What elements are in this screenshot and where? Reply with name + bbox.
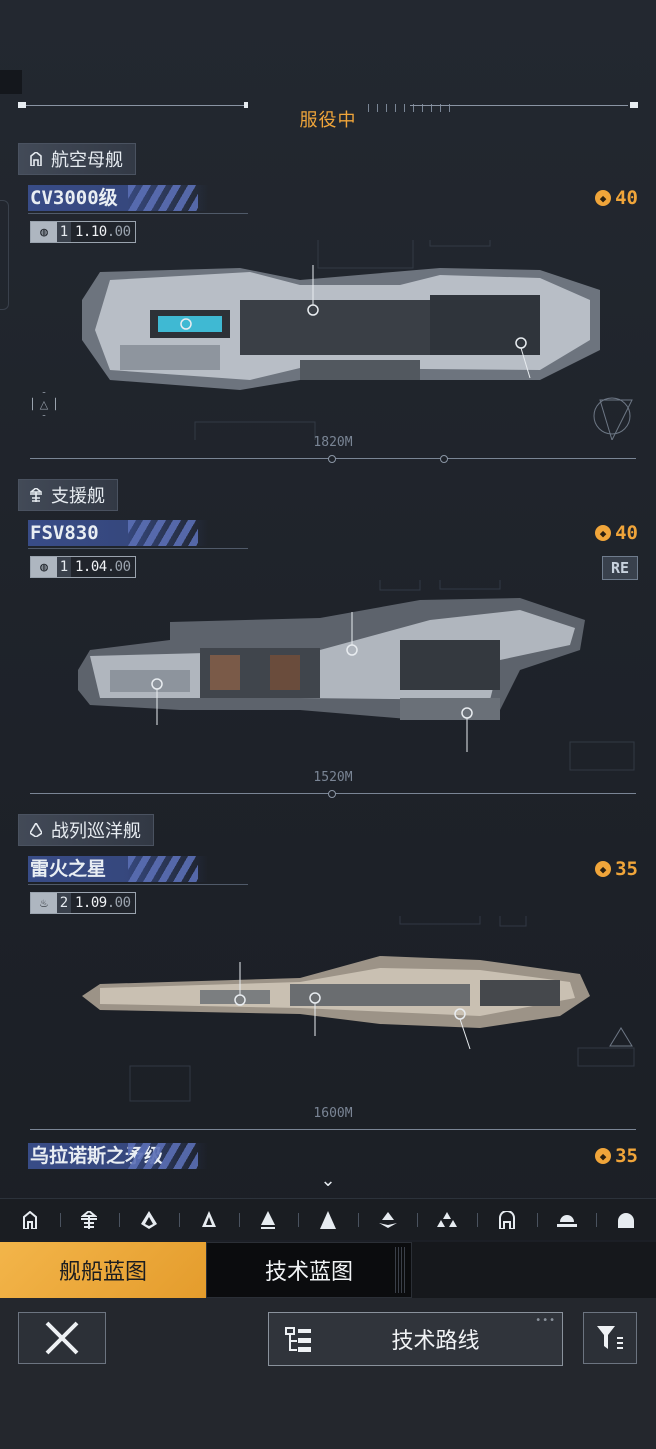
chevron-down-icon[interactable]: ⌄ [320,1170,336,1191]
close-button[interactable] [18,1312,106,1364]
close-icon [45,1321,79,1355]
length-ruler: 1820M [30,435,636,463]
battlecruiser-icon [29,822,43,838]
tech-route-label: 技术路线 [391,1329,480,1354]
version-badge: ♨ 2 1.09.00 [30,892,136,914]
filter-button[interactable] [583,1312,637,1364]
version-index: 1 [57,222,71,242]
cost-display: ◆ 40 [595,185,638,211]
globe-icon: ◍ [31,222,57,242]
side-drawer-handle[interactable] [0,200,9,310]
tech-tree-icon [285,1327,313,1353]
cost-icon: ◆ [595,861,612,877]
header-left-end [244,102,248,108]
version-value: 1.10.00 [71,222,135,242]
version-value: 1.09.00 [71,893,135,913]
name-underline [28,884,248,885]
ship-card-fsv830[interactable]: FSV830 ◍ 1 1.04.00 ◆ 40 RE 1520M [0,520,656,800]
hangar-icon[interactable] [477,1199,537,1240]
cost-value: 40 [615,522,638,544]
cost-display: ◆ 40 [595,520,638,546]
support-icon[interactable] [59,1199,120,1240]
ship-image [78,580,635,771]
carrier-icon[interactable] [0,1199,60,1240]
cost-icon: ◆ [595,190,612,206]
length-ruler: 1600M [30,1106,636,1130]
ship-length: 1600M [313,1106,353,1121]
header-right-line [410,105,628,106]
name-underline [28,213,248,214]
ruler-marker [328,790,336,798]
header-ticks [368,104,458,112]
version-badge: ◍ 1 1.10.00 [30,221,136,243]
ship-length: 1820M [313,435,353,450]
header-left-line [26,105,246,106]
cost-value: 35 [615,858,638,880]
status-corner [0,70,22,94]
hexagon-icon[interactable] [32,392,56,416]
ship-length: 1520M [313,770,353,785]
cruiser-icon[interactable] [178,1199,239,1240]
ship-image [82,240,633,440]
version-index: 1 [57,557,71,577]
section-title: 服役中 [299,110,357,131]
dome-icon[interactable] [596,1199,656,1240]
category-battlecruiser: 战列巡洋舰 [18,814,154,846]
frigate-icon[interactable] [298,1199,358,1240]
ship-name: 乌拉诺斯之矛级 [28,1143,208,1169]
triangle-icon: △ [39,397,49,411]
ship-image [82,916,635,1102]
category-label: 支援舰 [51,486,105,507]
category-support: 支援舰 [18,479,118,511]
flame-icon: ♨ [31,893,57,913]
globe-icon: ◍ [31,557,57,577]
tab-ship-blueprint[interactable]: 舰船蓝图 [0,1242,206,1298]
name-underline [28,548,248,549]
cost-icon: ◆ [595,1148,612,1164]
ship-name: 雷火之星 [28,856,208,882]
version-badge: ◍ 1 1.04.00 [30,556,136,578]
cost-value: 40 [615,187,638,209]
ship-name: CV3000级 [28,185,208,211]
cost-value: 35 [615,1145,638,1167]
header-left-marker [18,102,26,108]
category-label: 战列巡洋舰 [51,821,141,842]
cost-icon: ◆ [595,525,612,541]
category-carrier: 航空母舰 [18,143,136,175]
support-icon [29,487,43,503]
header-right-marker [630,102,638,108]
battlecruiser-icon[interactable] [119,1199,179,1240]
ship-card-uranus-spear[interactable]: 乌拉诺斯之矛级 ◆ 35 [0,1143,656,1173]
corvette-icon[interactable] [357,1199,418,1240]
destroyer-icon[interactable] [238,1199,299,1240]
fighter-icon[interactable] [417,1199,477,1240]
cost-display: ◆ 35 [595,856,638,882]
tab-label: 技术蓝图 [264,1260,353,1285]
ruler-marker [328,455,336,463]
tech-route-button[interactable]: 技术路线 ••• [268,1312,563,1366]
section-header: 服役中 [18,98,638,134]
blueprint-tabs: 舰船蓝图 技术蓝图 [0,1242,656,1298]
version-value: 1.04.00 [71,557,135,577]
re-badge: RE [602,556,638,580]
ship-card-thunder-star[interactable]: 雷火之星 ♨ 2 1.09.00 ◆ 35 1600M [0,856,656,1136]
bottom-bar: 技术路线 ••• [0,1298,656,1449]
length-ruler: 1520M [30,770,636,798]
ship-card-cv3000[interactable]: CV3000级 ◍ 1 1.10.00 ◆ 40 1820M [0,185,656,465]
dots-decoration: ••• [535,1315,556,1326]
category-label: 航空母舰 [51,150,123,171]
cost-display: ◆ 35 [595,1143,638,1169]
filter-icon [597,1326,623,1349]
version-index: 2 [57,893,71,913]
ship-name: FSV830 [28,520,208,546]
tab-tech-blueprint[interactable]: 技术蓝图 [206,1242,412,1298]
ship-type-filter-bar [0,1198,656,1240]
ruler-marker [440,455,448,463]
carrier-icon [29,151,43,167]
station-icon[interactable] [536,1199,597,1240]
